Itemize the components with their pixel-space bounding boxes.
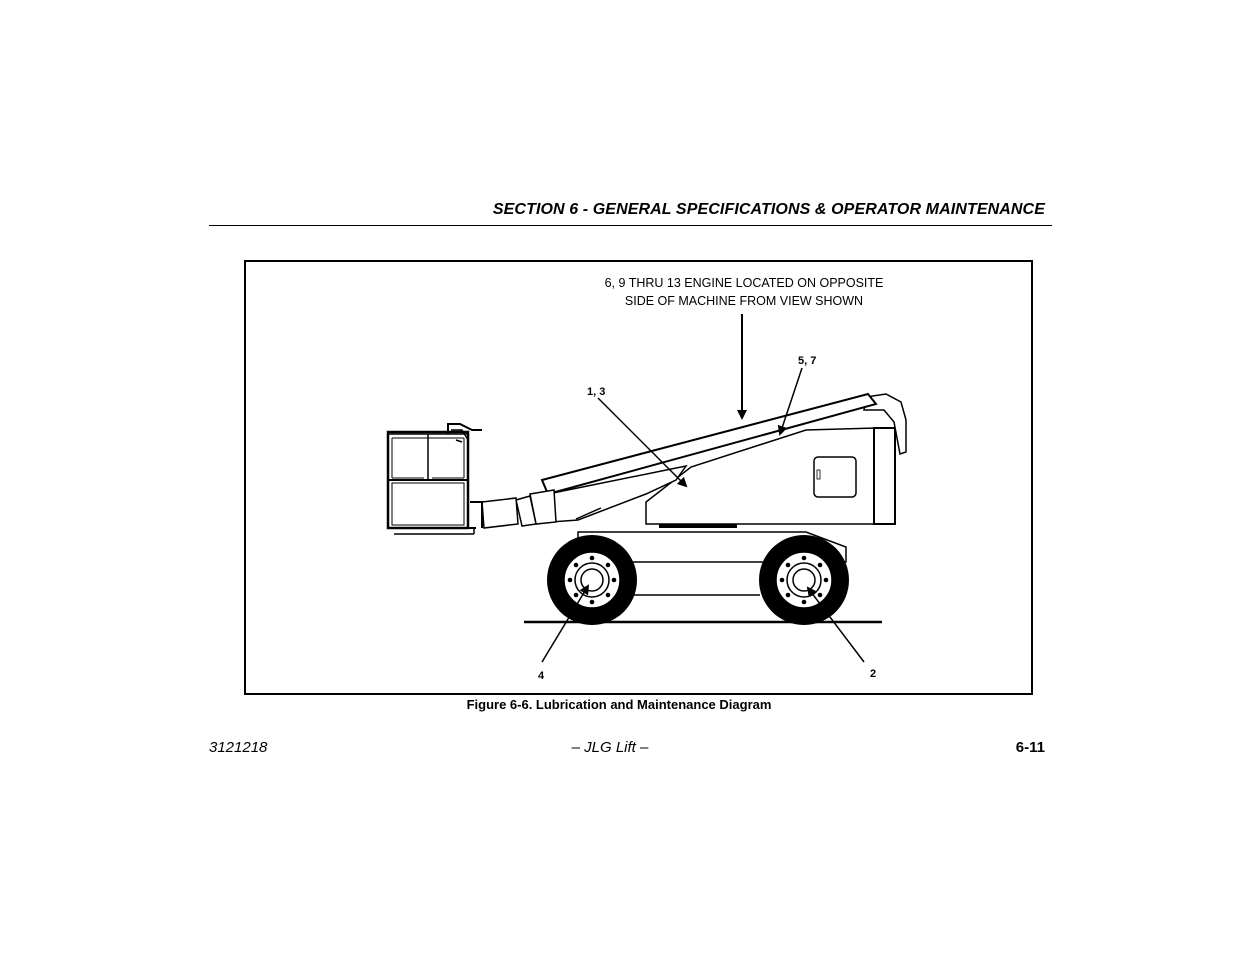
rear-wheel-callout-arrow <box>806 586 865 663</box>
front-wheel <box>547 535 637 625</box>
platform-basket <box>386 423 483 535</box>
section-title: SECTION 6 - GENERAL SPECIFICATIONS & OPE… <box>492 201 1045 218</box>
footer-brand: – JLG Lift – <box>571 739 649 756</box>
engine-note-line2: SIDE OF MACHINE FROM VIEW SHOWN <box>625 294 863 308</box>
header-divider <box>209 225 1052 226</box>
boom <box>515 392 878 527</box>
callout-rear-wheel: 2 <box>870 668 876 680</box>
lubrication-diagram: 6, 9 THRU 13 ENGINE LOCATED ON OPPOSITE … <box>386 276 907 682</box>
engine-note-line1: 6, 9 THRU 13 ENGINE LOCATED ON OPPOSITE <box>605 276 884 290</box>
callout-boom: 1, 3 <box>587 386 605 398</box>
turntable-callout-arrow <box>777 367 803 436</box>
jib-rotator <box>481 497 519 529</box>
boom-callout-arrow <box>597 397 688 488</box>
callout-front-wheel: 4 <box>538 670 545 682</box>
figure-frame: 6, 9 THRU 13 ENGINE LOCATED ON OPPOSITE … <box>244 260 1033 695</box>
figure-caption: Figure 6-6. Lubrication and Maintenance … <box>466 697 772 712</box>
callout-turntable: 5, 7 <box>798 355 816 367</box>
front-wheel-callout-arrow <box>541 584 590 663</box>
turntable <box>645 393 907 528</box>
rear-wheel <box>759 535 849 625</box>
document-number: 3121218 <box>209 739 268 756</box>
page-number: 6-11 <box>1015 739 1045 756</box>
